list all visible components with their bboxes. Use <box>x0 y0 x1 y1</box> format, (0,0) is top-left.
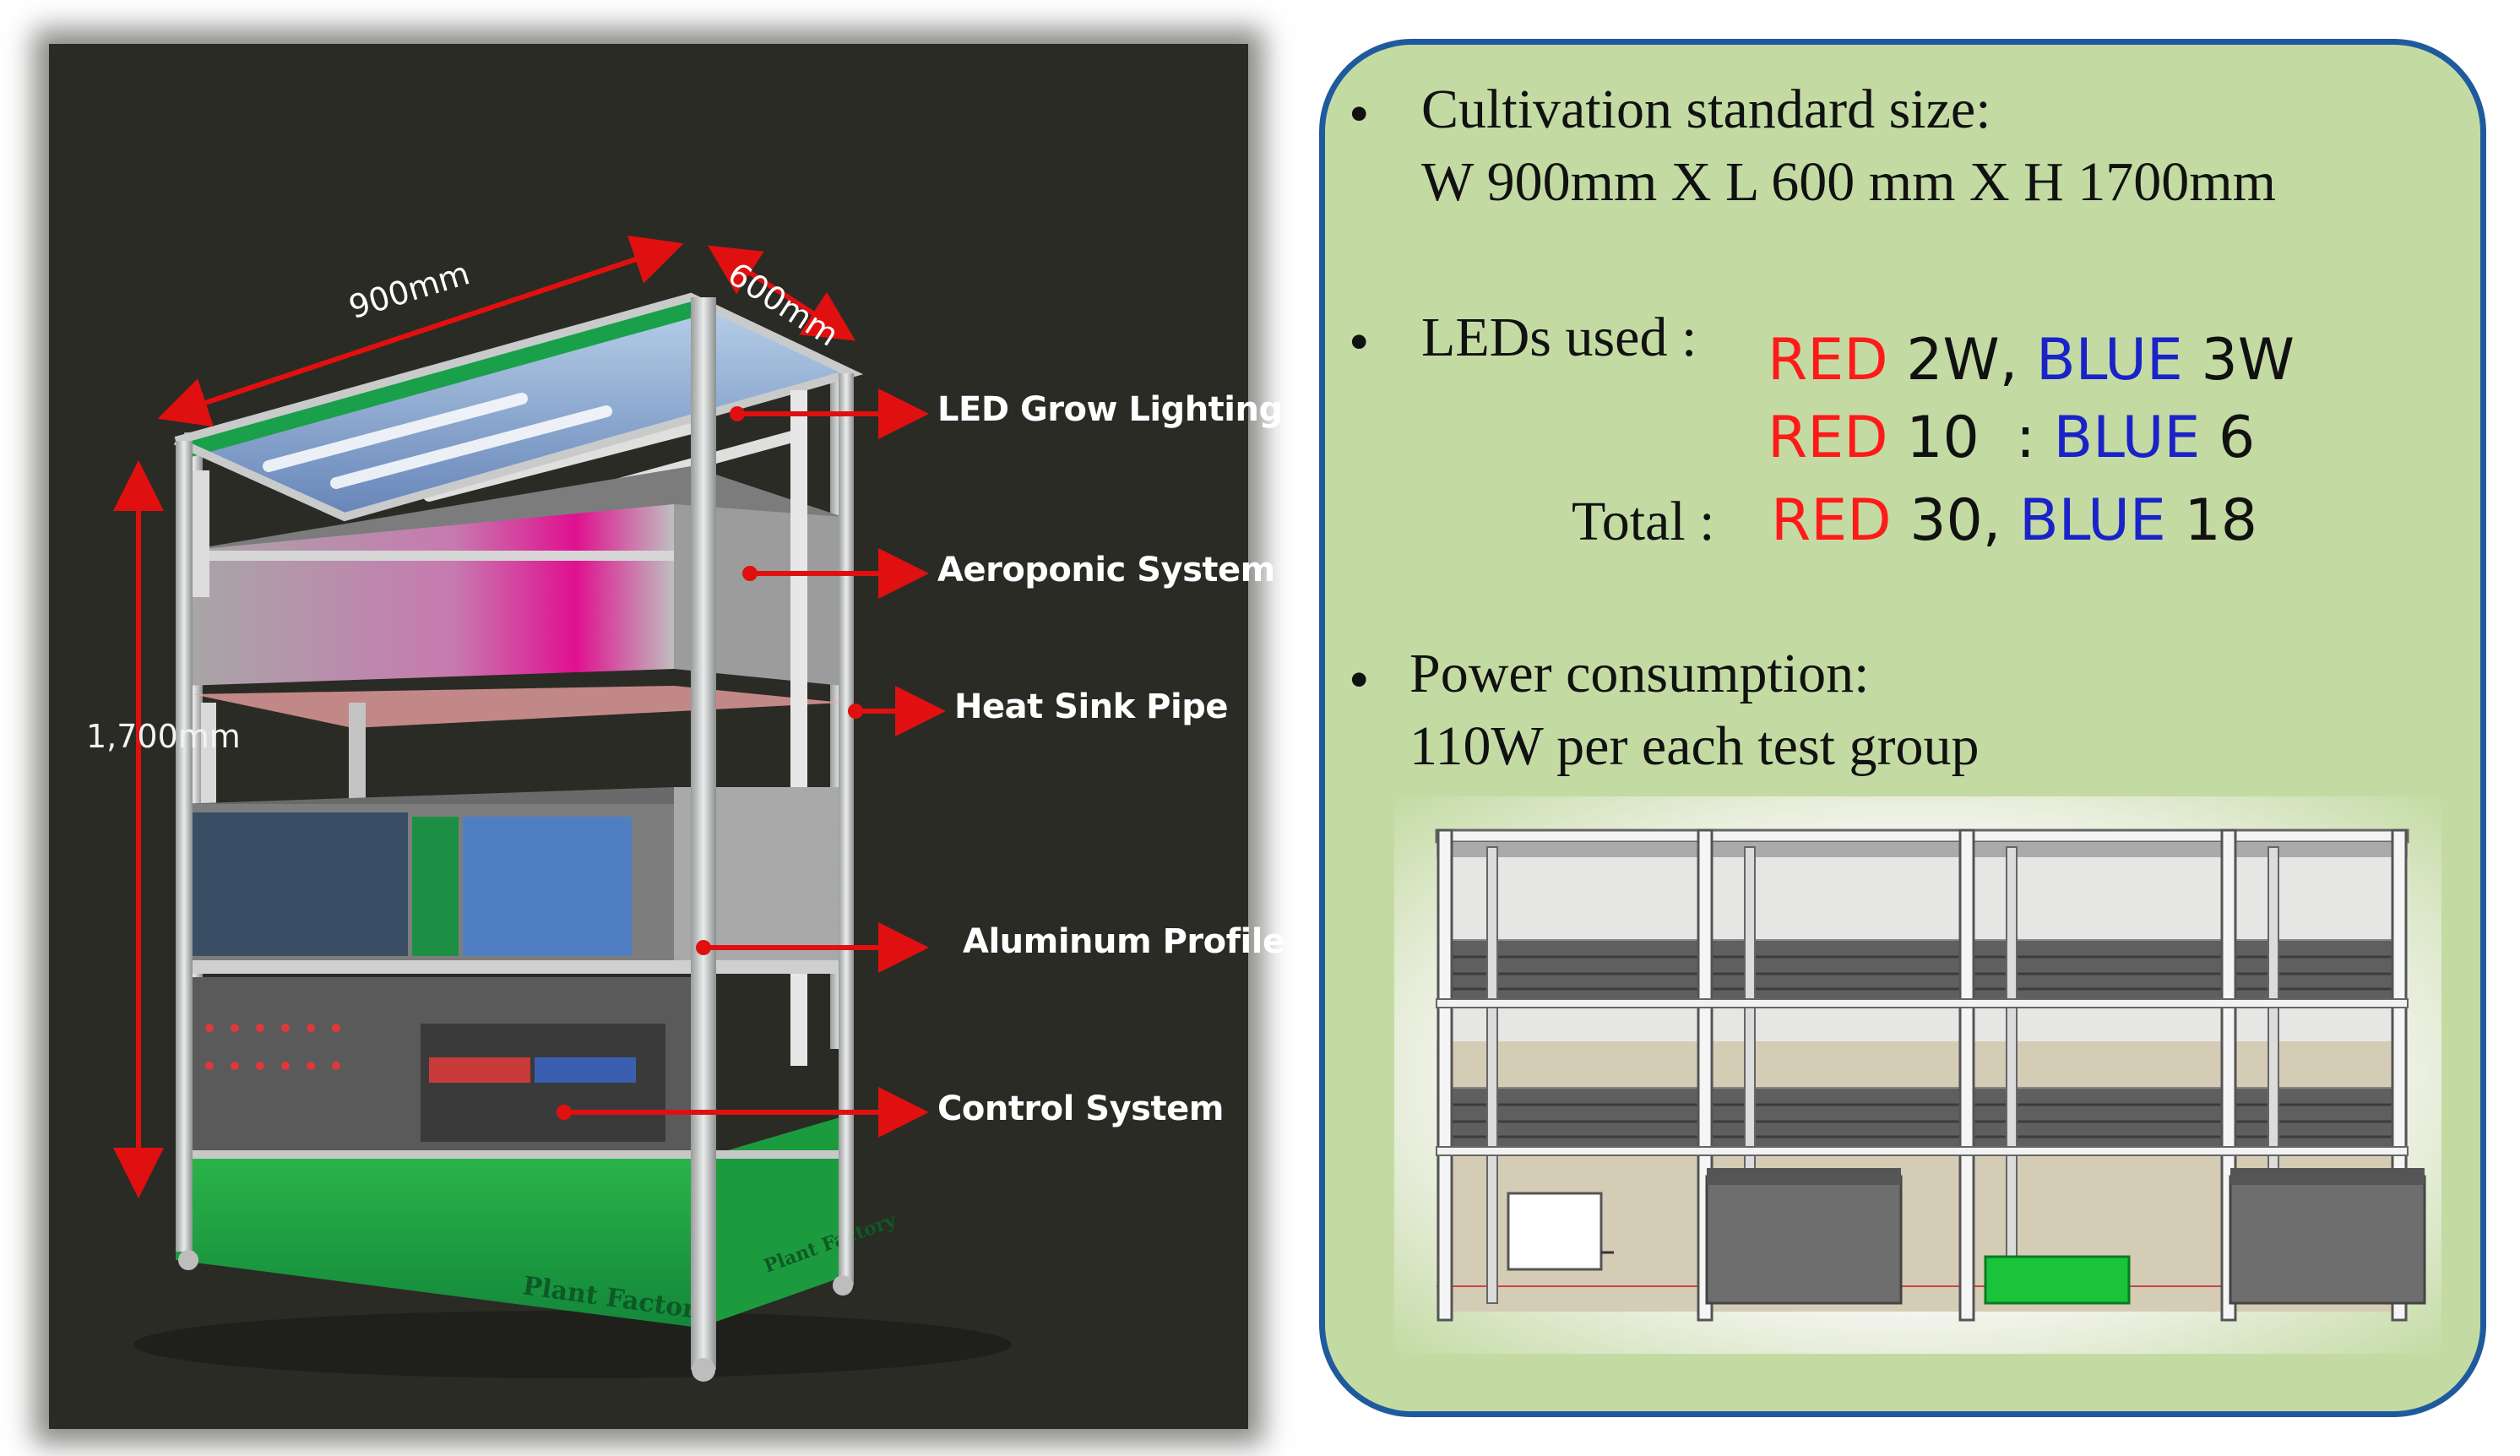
callout-aeroponic-system: Aeroponic System <box>937 551 1275 589</box>
led1-blue-value: 3W <box>2201 327 2295 394</box>
led3-blue-label: BLUE <box>2018 487 2166 554</box>
callout-aluminum-profile: Aluminum Profile <box>963 922 1285 961</box>
led3-red-label: RED <box>1771 487 1892 554</box>
led1-red-label: RED <box>1768 327 1888 394</box>
rack-render-drawing <box>1435 829 2426 1322</box>
callout-led-grow-lighting: LED Grow Lighting <box>937 390 1283 429</box>
rack-layout-render <box>1394 796 2441 1354</box>
callout-heat-sink-pipe: Heat Sink Pipe <box>954 687 1228 726</box>
led1-blue-label: BLUE <box>2035 327 2183 394</box>
power-heading: Power consumption: <box>1409 643 1870 704</box>
power-value: 110W per each test group <box>1409 715 1980 777</box>
rack-illustration: Plant Factory Plant Factory <box>113 235 1012 1382</box>
size-heading: Cultivation standard size: <box>1421 79 1991 140</box>
bullet-power: • <box>1349 648 1370 713</box>
led2-blue-label: BLUE <box>2053 405 2201 471</box>
depth-dimension-arrow <box>707 245 856 341</box>
leds-line-1: RED 2W, BLUE 3W <box>1768 332 2295 389</box>
leds-total-label: Total : <box>1572 491 1715 552</box>
callout-control-system: Control System <box>937 1089 1224 1128</box>
led3-blue-value: 18 <box>2184 487 2258 554</box>
specifications-panel: • Cultivation standard size: W 900mm X L… <box>1319 39 2486 1417</box>
height-label: 1,700mm <box>86 718 241 755</box>
bullet-leds: • <box>1349 310 1370 375</box>
bullet-size: • <box>1349 82 1370 147</box>
leds-line-2: RED 10 : BLUE 6 <box>1768 410 2255 467</box>
width-dimension-arrow <box>157 235 684 427</box>
leds-line-3: RED 30, BLUE 18 <box>1771 492 2257 550</box>
leds-heading: LEDs used : <box>1421 307 1697 368</box>
led2-blue-value: 6 <box>2219 405 2256 471</box>
led2-red-value: 10 <box>1906 405 1980 471</box>
plant-factory-photo: Plant Factory Plant Factory 900mm <box>49 44 1285 1429</box>
led3-red-value: 30, <box>1909 487 2001 554</box>
led2-red-label: RED <box>1768 405 1888 471</box>
size-value: W 900mm X L 600 mm X H 1700mm <box>1421 151 2276 213</box>
led1-red-value: 2W, <box>1906 327 2018 394</box>
led2-separator: : <box>2015 405 2035 471</box>
